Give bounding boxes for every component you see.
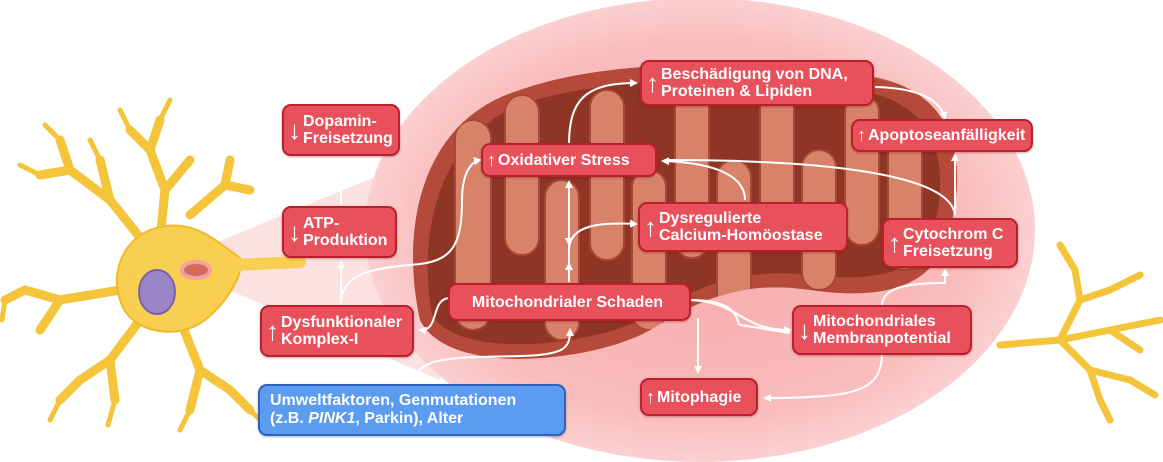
node-label-line: Freisetzung <box>903 243 1003 260</box>
node-label-line: Komplex-I <box>281 331 402 348</box>
down-arrow-icon: ↓ <box>288 218 301 246</box>
cause-line-2-prefix: (z.B. <box>270 410 308 427</box>
up-arrow-icon: ↑ <box>888 229 901 257</box>
node-label-line: Proteinen & Lipiden <box>661 83 848 100</box>
node-mitochondrialer-schaden: Mitochondrialer Schaden <box>448 283 691 321</box>
node-label-line: Calcium-Homöostase <box>659 227 823 244</box>
node-oxidativer-stress: ↑ Oxidativer Stress <box>481 143 657 177</box>
up-arrow-icon: ↑ <box>646 389 655 406</box>
up-arrow-icon: ↑ <box>266 317 279 345</box>
small-mitochondrion-icon <box>182 262 210 278</box>
node-apoptoseanfaelligkeit: ↑ Apoptoseanfälligkeit <box>851 119 1033 152</box>
up-arrow-icon: ↑ <box>644 213 657 241</box>
node-label-line: Cytochrom C <box>903 226 1003 243</box>
node-label-line: Freisetzung <box>303 130 393 147</box>
up-arrow-icon: ↑ <box>487 152 496 169</box>
cause-line-2: (z.B. PINK1, Parkin), Alter <box>270 410 516 428</box>
node-label-line: Produktion <box>303 232 387 249</box>
cause-line-1: Umweltfaktoren, Genmutationen <box>270 392 516 410</box>
neuron-axon <box>235 262 300 265</box>
node-label-line: Apoptoseanfälligkeit <box>868 127 1025 144</box>
node-atp-produktion: ↓ ATP-Produktion <box>282 206 397 258</box>
node-label-line: ATP- <box>303 215 387 232</box>
node-label-line: Membranpotential <box>813 330 951 347</box>
down-arrow-icon: ↓ <box>288 116 301 144</box>
node-label-line: Mitophagie <box>657 389 741 406</box>
up-arrow-icon: ↑ <box>857 127 866 144</box>
node-dopamin-freisetzung: ↓ Dopamin-Freisetzung <box>282 104 400 156</box>
node-umweltfaktoren: Umweltfaktoren, Genmutationen (z.B. PINK… <box>258 384 566 436</box>
gene-name-pink1: PINK1 <box>308 410 355 427</box>
node-mitophagie: ↑ Mitophagie <box>640 378 758 416</box>
node-label-line: Oxidativer Stress <box>498 152 630 169</box>
cause-line-2-suffix: , Parkin), Alter <box>355 410 463 427</box>
node-label-line: Dopamin- <box>303 113 393 130</box>
node-label-line: Mitochondriales <box>813 313 951 330</box>
down-arrow-icon: ↓ <box>798 316 811 344</box>
up-arrow-icon: ↑ <box>646 69 659 97</box>
node-label-line: Dysregulierte <box>659 210 823 227</box>
node-label-line: Dysfunktionaler <box>281 314 402 331</box>
node-label-line: Beschädigung von DNA, <box>661 66 848 83</box>
node-beschaedigung: ↑ Beschädigung von DNA,Proteinen & Lipid… <box>640 60 874 106</box>
neuron-nucleus <box>139 270 175 314</box>
node-label-line: Mitochondrialer Schaden <box>472 294 663 311</box>
